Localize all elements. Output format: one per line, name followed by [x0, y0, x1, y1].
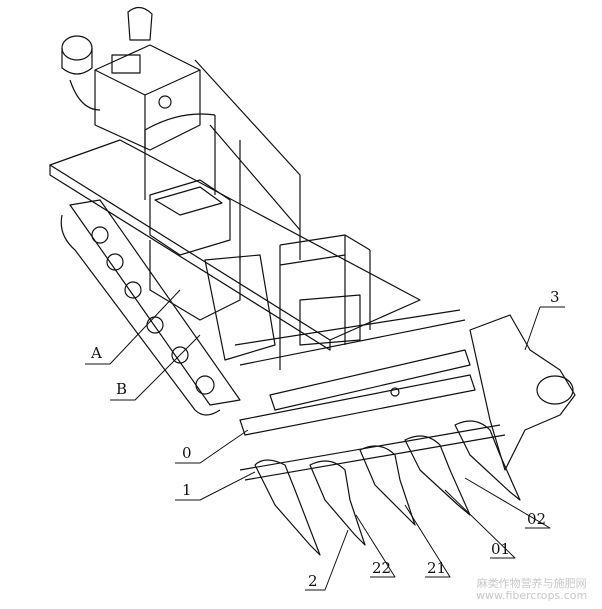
watermark: 麻类作物营养与施肥网 www.fibercrops.com [476, 577, 588, 603]
header-frame [234, 309, 576, 471]
label-0: 0 [182, 444, 192, 462]
crop-dividers [239, 420, 521, 556]
leader-lines [85, 289, 565, 591]
operator-seat [144, 113, 241, 321]
label-22: 22 [372, 559, 392, 577]
engine [61, 6, 201, 151]
label-A: A [91, 344, 102, 362]
label-02: 02 [527, 510, 547, 528]
label-1: 1 [182, 481, 192, 499]
label-21: 21 [427, 559, 447, 577]
label-B: B [116, 380, 128, 398]
crawler-track [60, 199, 241, 416]
label-2: 2 [308, 572, 318, 590]
label-3: 3 [550, 288, 560, 306]
watermark-site-name: 麻类作物营养与施肥网 [476, 577, 587, 590]
lifting-frame [194, 59, 371, 370]
deck [49, 139, 421, 341]
watermark-url: www.fibercrops.com [476, 589, 588, 603]
label-01: 01 [491, 540, 511, 558]
